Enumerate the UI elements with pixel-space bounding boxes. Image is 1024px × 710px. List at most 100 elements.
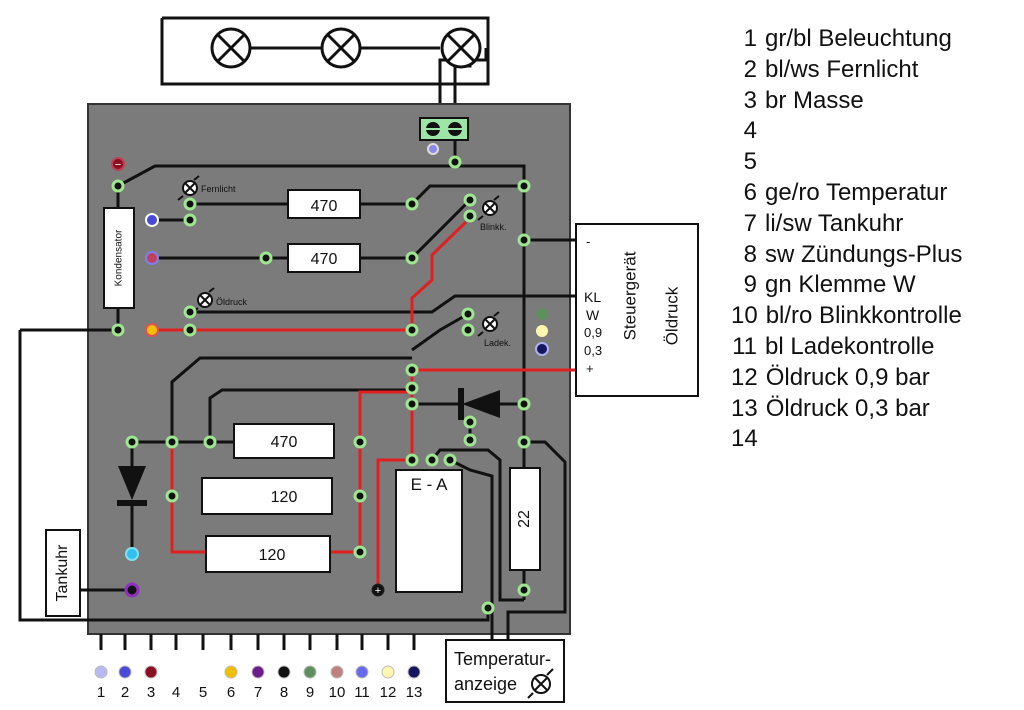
connector-number-2: 2 [121,684,129,701]
legend-number: 14 [731,425,758,453]
svg-text:Öldruck: Öldruck [662,286,681,345]
connector-dot-11 [355,665,369,679]
legend-number: 7 [743,209,757,237]
legend-number: 1 [743,25,757,52]
svg-text:−: − [115,159,121,171]
bottom-pins [99,634,416,650]
connector-number-10: 10 [329,684,346,701]
connector-number-11: 11 [354,684,370,701]
lamp-ladek-label: Ladek. [484,338,511,348]
connector-number-13: 13 [406,684,423,701]
lamp-blinkk-icon [477,195,500,221]
legend-row: 7 li/sw Tankuhr [731,209,962,240]
connector-dot-13 [407,665,421,679]
svg-text:W: W [586,307,600,323]
legend-row: 3 br Masse [731,86,962,117]
lamp-fernlicht-label: Fernlicht [201,184,236,194]
svg-text:+: + [586,361,594,376]
connector-dot-3 [144,665,158,679]
resistor-4: 120 [201,477,333,515]
svg-text:Temperatur-: Temperatur- [454,649,551,669]
top-lamp-3 [440,27,482,69]
svg-text:E - A: E - A [411,475,449,494]
connector-dot-2 [118,665,132,679]
resistor-1: 470 [287,189,361,219]
legend-text: bl/ro Blinkkontrolle [765,302,962,330]
temperature-lamp-icon [527,668,554,699]
legend-text: Öldruck 0,3 bar [765,394,930,422]
legend-number: 11 [732,332,757,360]
board-terminals: − + [111,143,439,598]
top-lamp-1 [210,27,252,69]
diode-right [458,388,500,420]
legend-row: 1 gr/bl Beleuchtung [731,24,962,55]
lamp-ladek-icon [477,311,500,337]
svg-text:470: 470 [311,251,338,268]
connector-number-4: 4 [172,684,180,701]
legend-row: 14 [731,424,962,455]
legend-row: 4 [731,116,962,147]
legend-number: 13 [731,394,758,422]
connector-dot-6 [224,665,238,679]
legend-number: 4 [743,117,757,145]
svg-text:+: + [375,585,381,597]
connector-number-7: 7 [254,684,262,701]
legend-text: br Masse [765,86,864,114]
tankuhr: Tankuhr [45,529,81,617]
kondensator: Kondensator [103,207,135,309]
svg-text:KL: KL [584,289,601,305]
connector-number-5: 5 [199,684,207,701]
solder-points [111,155,531,615]
lamp-oeldruck-label: Öldruck [216,297,248,307]
temperaturanzeige: Temperatur- anzeige [445,639,565,703]
legend-text: ge/ro Temperatur [765,178,948,206]
svg-text:22: 22 [516,510,533,528]
legend-row: 8 sw Zündungs-Plus [731,240,963,271]
connector-number-12: 12 [380,684,397,701]
connector-dot-10 [330,665,344,679]
wire-color-legend: 1 gr/bl Beleuchtung 2 bl/ws Fernlicht 3 br Ma… [731,24,962,455]
legend-text: Öldruck 0,9 bar [765,363,930,391]
legend-text: bl Ladekontrolle [765,332,935,360]
bottom-pin-dots [94,665,421,679]
legend-number: 2 [743,55,757,83]
svg-text:0,9: 0,9 [584,325,602,340]
diode-left [117,466,147,506]
legend-number: 12 [731,363,758,391]
connector-dot-1 [94,665,108,679]
legend-text: bl/ws Fernlicht [765,55,919,83]
legend-text: li/sw Tankuhr [765,209,904,237]
connector-number-9: 9 [306,684,314,701]
legend-text: sw Zündungs-Plus [765,240,963,268]
svg-text:-: - [586,234,590,249]
e-a-module: E - A [395,469,463,593]
legend-number: 5 [743,148,757,176]
connector-number-1: 1 [97,684,105,701]
legend-text: gn Klemme W [765,271,916,299]
svg-text:120: 120 [271,489,298,506]
svg-text:0,3: 0,3 [584,343,602,358]
steuergeraet-pins: - KL W 0,9 0,3 + [535,234,602,376]
svg-text:470: 470 [271,434,298,451]
resistor-6: 22 [509,467,541,571]
svg-text:Tankuhr: Tankuhr [54,544,71,602]
connector-number-8: 8 [280,684,288,701]
connector-number-3: 3 [147,684,155,701]
resistor-3: 470 [233,423,335,459]
lamp-fernlicht-icon [177,175,200,201]
svg-text:Steuergerät: Steuergerät [620,251,639,340]
legend-text: gr/bl Beleuchtung [765,25,952,52]
resistor-2: 470 [287,243,361,273]
connector-dot-7 [251,665,265,679]
svg-text:120: 120 [259,547,286,564]
legend-number: 8 [743,240,757,268]
legend-number: 3 [743,86,757,114]
legend-number: 10 [731,302,758,330]
kondensator-label: Kondensator [114,229,125,286]
